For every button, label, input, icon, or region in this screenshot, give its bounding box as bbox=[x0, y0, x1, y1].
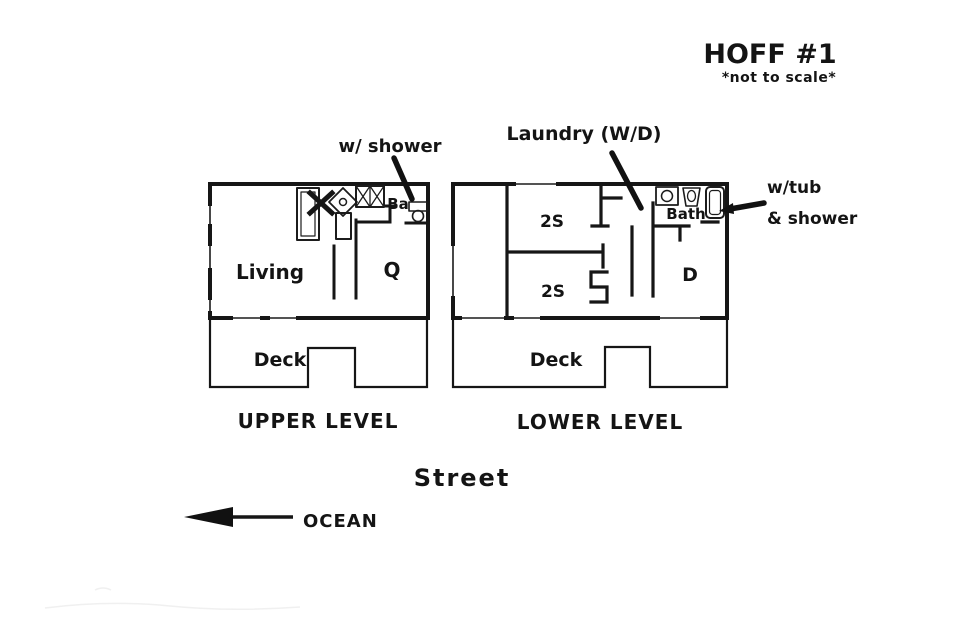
washer-drum bbox=[660, 189, 674, 203]
title-block: HOFF #1 *not to scale* bbox=[703, 39, 836, 86]
lower-deck-outline bbox=[451, 318, 729, 389]
page-title: HOFF #1 bbox=[703, 39, 836, 70]
kitchen-fixtures bbox=[296, 187, 358, 241]
lower-windows bbox=[452, 183, 700, 319]
stove-icon bbox=[306, 189, 336, 217]
corner-sink-basin bbox=[338, 197, 348, 207]
kitchen-cabinet bbox=[335, 212, 352, 240]
kitchen-counter bbox=[296, 187, 320, 241]
not-to-scale-note: *not to scale* bbox=[722, 70, 837, 86]
callout-tub-label-2: & shower bbox=[767, 209, 858, 229]
upper-windows bbox=[209, 206, 296, 319]
corner-sink-icon bbox=[328, 187, 358, 217]
room-label-queen: Q bbox=[383, 258, 400, 282]
ocean-arrow-icon bbox=[184, 507, 233, 527]
callout-shower-label: w/ shower bbox=[338, 136, 441, 157]
lower-level-caption: LOWER LEVEL bbox=[517, 410, 683, 434]
callout-tub-label-1: w/tub bbox=[767, 178, 821, 198]
shower-tile-lines bbox=[355, 185, 385, 208]
callout-tub-arrowhead-icon bbox=[719, 203, 734, 214]
upper-bath-fixtures bbox=[355, 185, 428, 223]
callout-laundry-pointer bbox=[609, 150, 644, 211]
room-label-lower-deck: Deck bbox=[530, 349, 583, 371]
callouts: w/ shower Laundry (W/D) w/tub & shower bbox=[338, 123, 857, 229]
street-label: Street bbox=[414, 464, 511, 492]
upper-level-caption: UPPER LEVEL bbox=[238, 409, 399, 433]
room-label-2s-2: 2S bbox=[541, 282, 565, 302]
room-label-bath: Bath bbox=[666, 205, 705, 223]
sink-basin bbox=[686, 189, 697, 203]
callout-laundry-label: Laundry (W/D) bbox=[507, 123, 662, 145]
tub-inner bbox=[708, 189, 722, 216]
toilet-tank-icon bbox=[408, 201, 428, 212]
scan-artifact bbox=[44, 587, 301, 611]
orientation-block: Street OCEAN bbox=[184, 464, 511, 532]
upper-interior-walls bbox=[332, 204, 430, 300]
lower-level-plan: 2S 2S Bath D Deck LOWER LEVEL bbox=[449, 180, 729, 434]
upper-deck-outline bbox=[208, 318, 429, 389]
tub-icon bbox=[705, 186, 725, 219]
room-label-living: Living bbox=[236, 260, 304, 284]
callout-tub-pointer bbox=[727, 200, 767, 212]
lower-interior-walls bbox=[505, 182, 720, 320]
room-label-upper-deck: Deck bbox=[254, 349, 307, 371]
callout-shower-pointer bbox=[391, 155, 415, 202]
washer-dryer-icon bbox=[655, 186, 679, 206]
lower-bath-fixtures bbox=[655, 186, 725, 219]
room-label-double: D bbox=[682, 264, 698, 286]
room-label-ba: Ba bbox=[387, 195, 409, 213]
upper-level-plan: Living Q Ba Deck UPPER LEVEL bbox=[206, 182, 430, 433]
room-label-2s-1: 2S bbox=[540, 212, 564, 232]
toilet-bowl-icon bbox=[411, 209, 425, 223]
sink-icon bbox=[682, 187, 701, 207]
ocean-label: OCEAN bbox=[303, 511, 378, 532]
